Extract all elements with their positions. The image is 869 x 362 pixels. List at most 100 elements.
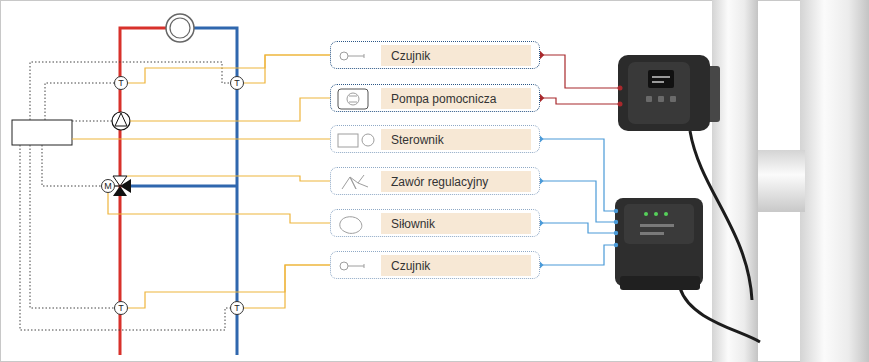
component-icon (340, 217, 362, 234)
sensor-icon (348, 264, 364, 268)
label-band: Sterownik (381, 129, 531, 150)
component-label: Sterownik (391, 134, 444, 146)
leader-line (128, 265, 330, 308)
leader-line (127, 176, 330, 181)
wire (540, 245, 616, 265)
actuator-motor: M (101, 179, 115, 193)
display-bar (652, 76, 670, 78)
icon (334, 127, 378, 153)
sensor-icon (348, 54, 364, 58)
component-box: Pompa pomocnicza (330, 84, 540, 112)
pump-triangle (115, 113, 127, 126)
wire-dot (614, 209, 618, 213)
sensor-icon (340, 52, 348, 60)
pump-icon (338, 89, 368, 109)
label-band: Czujnik (381, 255, 531, 276)
pump-button (658, 96, 664, 102)
wire-dot (614, 243, 618, 247)
controller-bar (640, 224, 674, 227)
pump-icon (347, 93, 359, 105)
component-label: Pompa pomocnicza (391, 93, 496, 105)
component-label: Zawór regulacyjny (391, 176, 488, 188)
controller-bar (640, 232, 664, 235)
display-bar (652, 81, 664, 83)
label-band: Czujnik (381, 45, 531, 66)
wire (540, 139, 616, 211)
control-wires (20, 62, 230, 330)
pump-display (648, 70, 674, 88)
component-label: Siłownik (391, 218, 435, 230)
status-led (654, 212, 658, 216)
pipe (712, 0, 758, 362)
symbol-letter: M (104, 182, 112, 191)
pump-symbol (112, 112, 130, 130)
icon (334, 211, 378, 237)
blue-wires (540, 139, 616, 265)
symbol-letter: T (118, 79, 124, 88)
wire-dot (614, 231, 618, 235)
controller-symbol (12, 120, 72, 145)
wire-dot (618, 86, 623, 91)
component-label: Czujnik (391, 260, 430, 272)
pump-head (618, 55, 710, 131)
component-icon (338, 134, 374, 147)
component-icon (338, 89, 368, 109)
leader-line (108, 193, 330, 223)
sensor-icon (340, 262, 348, 270)
component-box: Sterownik (330, 125, 540, 153)
leader-line (128, 55, 330, 83)
label-band: Siłownik (381, 213, 531, 234)
leader-line (244, 55, 330, 83)
component-icon (340, 52, 364, 60)
pipe (800, 0, 869, 362)
bypass-pipe (127, 185, 237, 188)
control-wire (42, 145, 101, 186)
leader-line (72, 138, 330, 139)
symbol-letter: T (118, 304, 124, 313)
control-wire (20, 145, 230, 330)
component-icon (342, 175, 368, 189)
component-label: Czujnik (391, 50, 430, 62)
symbol-letter: T (234, 304, 240, 313)
icon (334, 86, 378, 112)
leader-lines (72, 98, 330, 181)
label-band: Pompa pomocnicza (381, 88, 531, 109)
cable (680, 288, 760, 342)
control-wire (45, 83, 114, 120)
component-box: Czujnik (330, 41, 540, 69)
component-box: Czujnik (330, 251, 540, 279)
wire (540, 181, 616, 222)
wire-dot (614, 220, 618, 224)
controller-device (615, 198, 703, 286)
wire (540, 98, 620, 104)
control-wire (30, 62, 230, 120)
pipe-connector (755, 150, 805, 212)
controller-icon (362, 134, 374, 146)
controller-face (624, 204, 694, 244)
control-wire (72, 121, 112, 122)
valve-symbol (120, 179, 131, 193)
pump-button (670, 96, 676, 102)
status-led (644, 212, 648, 216)
pump-face (628, 62, 690, 124)
red-wires (540, 55, 620, 104)
component-icon (340, 262, 364, 270)
wire (540, 223, 616, 233)
heat-consumer (166, 14, 194, 42)
symbol-letter: T (234, 79, 240, 88)
label-band: Zawór regulacyjny (381, 171, 531, 192)
control-wire (30, 145, 114, 308)
temperature-sensor: T (230, 76, 244, 90)
icon (334, 169, 378, 195)
component-box: Siłownik (330, 209, 540, 237)
pump-button (646, 96, 652, 102)
icon (334, 253, 378, 279)
actuator-icon (340, 217, 362, 234)
actuator-stem (115, 185, 120, 186)
temperature-sensor: T (114, 76, 128, 90)
valve-icon (342, 175, 368, 189)
heat-consumer-inner (170, 18, 190, 38)
wire (540, 55, 620, 88)
icon (334, 43, 378, 69)
